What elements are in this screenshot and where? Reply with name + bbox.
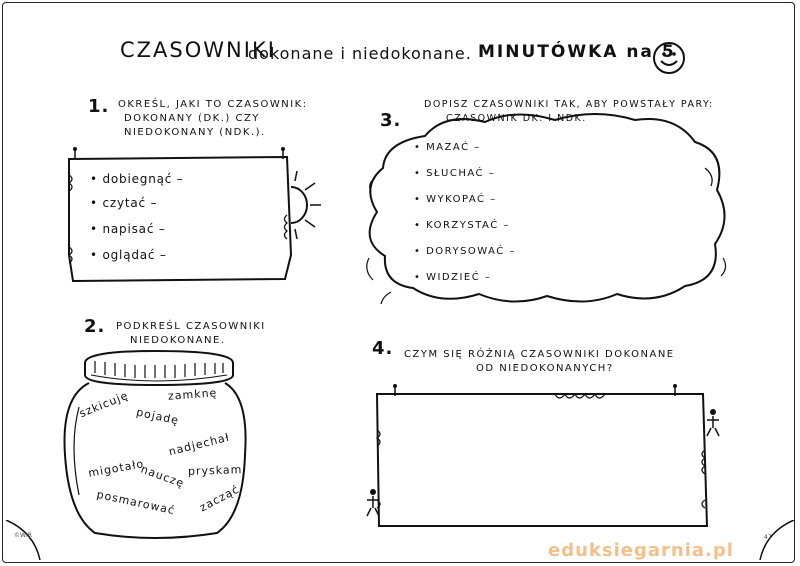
task1-verb-text: czytać – <box>102 196 158 210</box>
task1-instruction-line3: niedokonany (ndk.). <box>124 127 266 138</box>
task3-verb-text: mazać – <box>426 142 481 153</box>
task3-verb-item: • korzystać – <box>414 220 510 231</box>
task1-frame <box>67 147 321 283</box>
corner-ornament-right <box>759 520 795 561</box>
task3-verb-text: dorysować – <box>426 246 516 257</box>
task4-answer-frame <box>366 384 720 527</box>
jar-drawing <box>63 349 247 539</box>
jar-word: pryskam <box>187 463 243 478</box>
page-number: 47 <box>764 534 772 541</box>
task2-instruction-line1: Podkreśl czasowniki <box>116 321 266 332</box>
task3-verb-item: • dorysować – <box>414 246 516 257</box>
task4-number: 4. <box>372 338 394 359</box>
task3-verb-text: słuchać – <box>426 168 496 179</box>
task1-verb-item: • napisać – <box>90 222 166 236</box>
task3-verb-item: • mazać – <box>414 142 481 153</box>
task2-number: 2. <box>84 316 106 337</box>
task3-cloud-frame <box>366 113 727 305</box>
task2-instruction-line2: niedokonane. <box>130 335 226 346</box>
task1-verb-text: napisać – <box>102 222 166 236</box>
task3-verb-item: • słuchać – <box>414 168 496 179</box>
task1-verb-text: dobiegnąć – <box>102 172 184 186</box>
task3-verb-item: • widzieć – <box>414 272 492 283</box>
worksheet-minute-label: MINUTÓWKA na 5 <box>478 42 676 62</box>
copyright-label: ©WIR <box>14 532 32 539</box>
task3-verb-text: korzystać – <box>426 220 510 231</box>
task1-number: 1. <box>88 96 110 117</box>
task1-verb-item: • oglądać – <box>90 248 167 262</box>
task3-instruction-line2: czasownik dk. i ndk. <box>446 113 587 124</box>
smiley-face-icon <box>653 42 685 74</box>
task1-verb-item: • czytać – <box>90 196 158 210</box>
watermark-logo: eduksiegarnia.pl <box>548 540 734 561</box>
corner-ornament-left <box>5 520 41 561</box>
task1-instruction-line1: Określ, jaki to czasownik: <box>118 99 308 110</box>
task3-number: 3. <box>380 110 402 131</box>
task1-instruction-line2: dokonany (dk.) czy <box>124 113 260 124</box>
task4-instruction-line2: od niedokonanych? <box>476 363 614 374</box>
task3-verb-text: widzieć – <box>426 272 492 283</box>
task3-verb-item: • wykopać – <box>414 194 497 205</box>
task3-verb-text: wykopać – <box>426 194 497 205</box>
task1-verb-text: oglądać – <box>102 248 167 262</box>
worksheet-subtitle: dokonane i niedokonane. <box>248 44 472 63</box>
task4-instruction-line1: Czym się różnią czasowniki dokonane <box>404 349 675 360</box>
task1-verb-item: • dobiegnąć – <box>90 172 184 186</box>
worksheet-title: CZASOWNIKI <box>120 38 276 62</box>
task3-instruction-line1: Dopisz czasowniki tak, aby powstały pary… <box>424 99 714 110</box>
